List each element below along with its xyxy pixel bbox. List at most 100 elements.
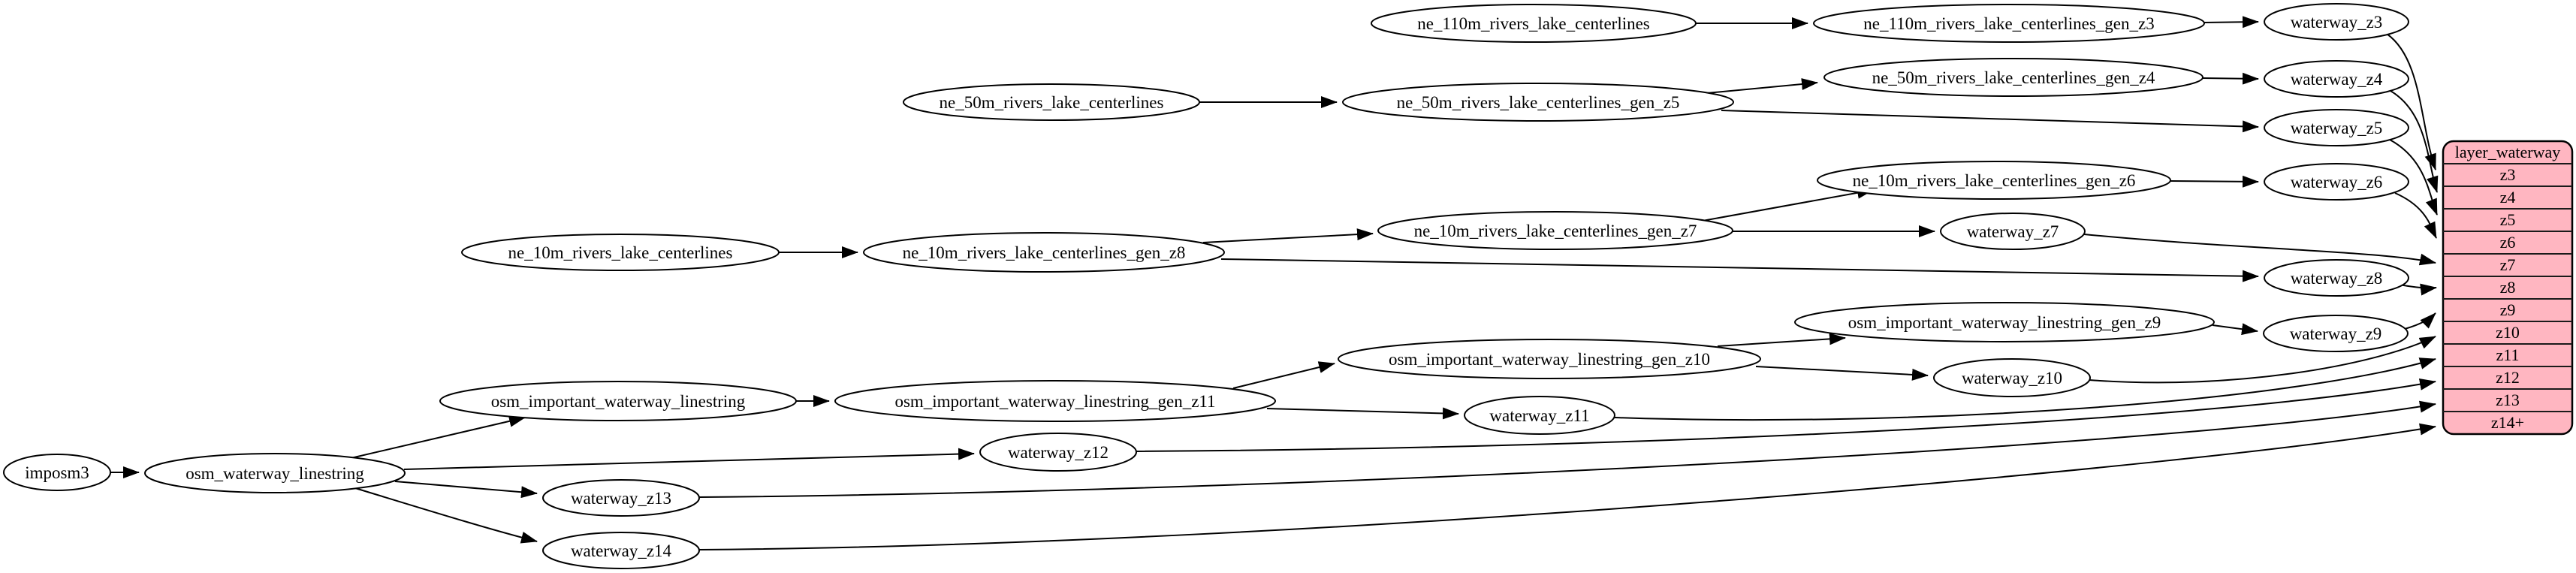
node-label-waterway_z8: waterway_z8 <box>2291 269 2383 288</box>
edges-layer <box>110 16 2439 550</box>
node-ellipse-ne_50m_rivers_lake_centerlines_gen_z5 <box>1342 83 1734 122</box>
node-label-ne_50m_rivers_lake_centerlines: ne_50m_rivers_lake_centerlines <box>940 93 1164 112</box>
edge-ne_10m_rivers_lake_centerlines_gen_z7-to-ne_10m_rivers_lake_centerlines_gen_z6 <box>1702 186 1874 222</box>
edge-ne_10m_rivers_lake_centerlines_gen_z8-to-ne_10m_rivers_lake_centerlines_gen_z7 <box>1202 228 1374 243</box>
node-label-waterway_z7: waterway_z7 <box>1967 222 2059 241</box>
node-waterway_z14: waterway_z14 <box>542 532 700 569</box>
node-ellipse-ne_10m_rivers_lake_centerlines <box>461 234 780 271</box>
node-waterway_z13: waterway_z13 <box>542 479 700 517</box>
edge-osm_important_waterway_linestring_gen_z9-to-waterway_z9 <box>2212 323 2258 336</box>
node-ellipse-ne_10m_rivers_lake_centerlines_gen_z7 <box>1377 211 1733 250</box>
node-ellipse-ne_50m_rivers_lake_centerlines <box>903 83 1200 121</box>
node-ellipse-waterway_z9 <box>2263 315 2409 352</box>
node-ellipse-waterway_z13 <box>542 479 700 517</box>
node-label-ne_10m_rivers_lake_centerlines: ne_10m_rivers_lake_centerlines <box>508 243 733 262</box>
edge-osm_important_waterway_linestring_gen_z11-to-osm_important_waterway_linestring_gen_z10 <box>1232 361 1335 389</box>
record-row-z3: z3 <box>2500 165 2516 184</box>
node-label-waterway_z10: waterway_z10 <box>1962 369 2062 388</box>
node-ellipse-waterway_z10 <box>1933 358 2091 397</box>
node-ellipse-ne_10m_rivers_lake_centerlines_gen_z6 <box>1817 161 2171 200</box>
node-waterway_z8: waterway_z8 <box>2264 259 2409 297</box>
node-ne_50m_rivers_lake_centerlines_gen_z4: ne_50m_rivers_lake_centerlines_gen_z4 <box>1823 58 2203 97</box>
node-waterway_z6: waterway_z6 <box>2264 163 2409 201</box>
node-label-waterway_z11: waterway_z11 <box>1489 406 1589 425</box>
node-label-waterway_z9: waterway_z9 <box>2290 324 2382 343</box>
node-waterway_z7: waterway_z7 <box>1940 213 2086 250</box>
edge-waterway_z10-to-layer_waterway-z10 <box>2089 336 2436 384</box>
node-label-osm_important_waterway_linestring: osm_important_waterway_linestring <box>491 392 746 411</box>
record-row-z13: z13 <box>2496 391 2520 409</box>
node-waterway_z3: waterway_z3 <box>2264 3 2409 41</box>
edge-waterway_z13-to-layer_waterway-z13 <box>698 400 2436 498</box>
node-ellipse-waterway_z14 <box>542 532 700 569</box>
edge-osm_important_waterway_linestring_gen_z10-to-waterway_z10 <box>1755 366 1929 381</box>
edge-waterway_z14-to-layer_waterway-z14+ <box>698 423 2436 550</box>
record-row-z10: z10 <box>2496 323 2520 342</box>
record-node-layer-waterway: layer_waterwayz3z4z5z6z7z8z9z10z11z12z13… <box>2442 140 2574 436</box>
record-layer: layer_waterwayz3z4z5z6z7z8z9z10z11z12z13… <box>2442 140 2574 436</box>
node-ellipse-waterway_z12 <box>979 433 1137 472</box>
node-label-waterway_z12: waterway_z12 <box>1008 443 1109 462</box>
node-ellipse-ne_10m_rivers_lake_centerlines_gen_z8 <box>863 232 1225 273</box>
node-ne_50m_rivers_lake_centerlines_gen_z5: ne_50m_rivers_lake_centerlines_gen_z5 <box>1342 83 1734 122</box>
node-ellipse-ne_110m_rivers_lake_centerlines <box>1371 4 1697 43</box>
edge-osm_waterway_linestring-to-osm_important_waterway_linestring <box>347 415 526 460</box>
node-ne_10m_rivers_lake_centerlines_gen_z7: ne_10m_rivers_lake_centerlines_gen_z7 <box>1377 211 1733 250</box>
node-ellipse-waterway_z11 <box>1464 396 1615 435</box>
node-label-ne_110m_rivers_lake_centerlines_gen_z3: ne_110m_rivers_lake_centerlines_gen_z3 <box>1863 14 2154 33</box>
node-label-waterway_z4: waterway_z4 <box>2291 70 2383 89</box>
node-ellipse-osm_waterway_linestring <box>144 453 406 493</box>
node-waterway_z4: waterway_z4 <box>2264 60 2409 98</box>
node-ne_110m_rivers_lake_centerlines_gen_z3: ne_110m_rivers_lake_centerlines_gen_z3 <box>1813 4 2205 43</box>
node-label-ne_50m_rivers_lake_centerlines_gen_z5: ne_50m_rivers_lake_centerlines_gen_z5 <box>1397 93 1680 112</box>
edge-osm_important_waterway_linestring_gen_z11-to-waterway_z11 <box>1266 407 1459 420</box>
record-row-z4: z4 <box>2500 188 2516 207</box>
node-label-waterway_z6: waterway_z6 <box>2291 173 2383 192</box>
edge-waterway_z3-to-layer_waterway-z3 <box>2386 33 2436 170</box>
node-ellipse-waterway_z8 <box>2264 259 2409 297</box>
node-ellipse-ne_50m_rivers_lake_centerlines_gen_z4 <box>1823 58 2203 97</box>
node-label-ne_110m_rivers_lake_centerlines: ne_110m_rivers_lake_centerlines <box>1417 14 1650 33</box>
record-row-z6: z6 <box>2500 233 2516 252</box>
node-ellipse-ne_110m_rivers_lake_centerlines_gen_z3 <box>1813 4 2205 43</box>
edge-waterway_z8-to-layer_waterway-z8 <box>2399 283 2437 296</box>
node-ellipse-waterway_z6 <box>2264 163 2409 201</box>
edge-ne_110m_rivers_lake_centerlines_gen_z3-to-waterway_z3 <box>2203 16 2259 29</box>
node-ne_110m_rivers_lake_centerlines: ne_110m_rivers_lake_centerlines <box>1371 4 1697 43</box>
edge-ne_50m_rivers_lake_centerlines_gen_z5-to-ne_50m_rivers_lake_centerlines_gen_z4 <box>1698 78 1818 95</box>
edge-ne_50m_rivers_lake_centerlines_gen_z4-to-waterway_z4 <box>2202 72 2259 85</box>
node-waterway_z10: waterway_z10 <box>1933 358 2091 397</box>
node-ellipse-osm_important_waterway_linestring_gen_z10 <box>1338 339 1761 379</box>
node-waterway_z11: waterway_z11 <box>1464 396 1615 435</box>
node-ne_50m_rivers_lake_centerlines: ne_50m_rivers_lake_centerlines <box>903 83 1200 121</box>
edge-ne_10m_rivers_lake_centerlines_gen_z8-to-waterway_z8 <box>1220 258 2259 282</box>
node-label-osm_important_waterway_linestring_gen_z10: osm_important_waterway_linestring_gen_z1… <box>1389 350 1710 369</box>
edge-waterway_z7-to-layer_waterway-z7 <box>2083 234 2436 266</box>
edge-osm_important_waterway_linestring_gen_z10-to-osm_important_waterway_linestring_gen_z9 <box>1717 333 1846 347</box>
node-waterway_z12: waterway_z12 <box>979 433 1137 472</box>
node-osm_important_waterway_linestring_gen_z10: osm_important_waterway_linestring_gen_z1… <box>1338 339 1761 379</box>
node-label-ne_50m_rivers_lake_centerlines_gen_z4: ne_50m_rivers_lake_centerlines_gen_z4 <box>1872 68 2155 87</box>
record-title: layer_waterway <box>2455 143 2560 161</box>
record-row-z12: z12 <box>2496 368 2520 387</box>
node-label-ne_10m_rivers_lake_centerlines_gen_z6: ne_10m_rivers_lake_centerlines_gen_z6 <box>1853 171 2136 190</box>
node-osm_important_waterway_linestring_gen_z11: osm_important_waterway_linestring_gen_z1… <box>834 380 1276 422</box>
node-ellipse-waterway_z7 <box>1940 213 2086 250</box>
node-ellipse-waterway_z3 <box>2264 3 2409 41</box>
record-row-z14+: z14+ <box>2491 413 2524 432</box>
record-row-z8: z8 <box>2500 278 2516 297</box>
edge-waterway_z12-to-layer_waterway-z12 <box>1136 378 2436 452</box>
node-label-osm_important_waterway_linestring_gen_z11: osm_important_waterway_linestring_gen_z1… <box>894 392 1215 411</box>
node-waterway_z9: waterway_z9 <box>2263 315 2409 352</box>
node-ne_10m_rivers_lake_centerlines: ne_10m_rivers_lake_centerlines <box>461 234 780 271</box>
node-ellipse-imposm3 <box>3 454 111 491</box>
edge-waterway_z4-to-layer_waterway-z4 <box>2390 90 2439 193</box>
node-label-waterway_z14: waterway_z14 <box>571 541 672 560</box>
node-label-waterway_z3: waterway_z3 <box>2291 13 2383 32</box>
edge-osm_waterway_linestring-to-waterway_z14 <box>354 487 538 544</box>
record-row-z5: z5 <box>2500 210 2516 229</box>
record-row-z11: z11 <box>2496 345 2520 364</box>
